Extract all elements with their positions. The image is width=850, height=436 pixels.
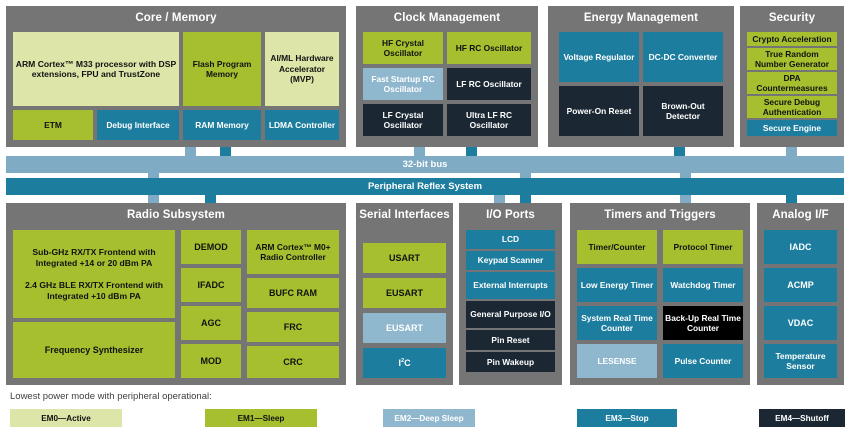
block-true-random-number-generator[interactable]: True Random Number Generator [747,48,837,70]
panel-title-io-ports: I/O Ports [486,209,535,221]
block-lf-crystal-oscillator[interactable]: LF Crystal Oscillator [363,104,443,136]
block-i2c-label: I2C [398,357,411,368]
block-watchdog-timer[interactable]: Watchdog Timer [663,268,743,302]
legend-item-em1[interactable]: EM1—Sleep [205,409,317,427]
prs-stub-analog [680,195,691,203]
legend-note: Lowest power mode with peripheral operat… [10,391,212,402]
block-dc-dc-converter[interactable]: DC-DC Converter [643,32,723,82]
block-power-on-reset[interactable]: Power-On Reset [559,86,639,136]
block-secure-engine[interactable]: Secure Engine [747,120,837,136]
block-secure-debug-authentication[interactable]: Secure Debug Authentication [747,96,837,118]
block-hf-crystal-oscillator[interactable]: HF Crystal Oscillator [363,32,443,64]
block-iadc[interactable]: IADC [764,230,837,264]
panel-clock-management: Clock Management HF Crystal Oscillator H… [356,6,538,147]
block-agc[interactable]: AGC [181,306,241,340]
panel-energy-management: Energy Management Voltage Regulator DC-D… [548,6,734,147]
block-arm-cortex-m33[interactable]: ARM Cortex™ M33 processor with DSP exten… [13,32,179,106]
block-fast-startup-rc-oscillator[interactable]: Fast Startup RC Oscillator [363,68,443,100]
panel-security: Security Crypto Acceleration True Random… [740,6,844,147]
block-ram-memory[interactable]: RAM Memory [183,110,261,140]
bus-stub-security-b [786,147,797,156]
block-keypad-scanner[interactable]: Keypad Scanner [466,251,555,270]
bus-32bit: 32-bit bus [6,156,844,173]
block-bufc-ram[interactable]: BUFC RAM [247,278,339,308]
panel-serial-interfaces: Serial Interfaces USART EUSART EUSART I2… [356,203,453,385]
block-pin-wakeup[interactable]: Pin Wakeup [466,352,555,372]
block-i2c[interactable]: I2C [363,348,446,378]
block-hf-rc-oscillator[interactable]: HF RC Oscillator [447,32,531,64]
block-vdac[interactable]: VDAC [764,306,837,340]
panel-title-serial-interfaces: Serial Interfaces [359,209,450,221]
block-usart[interactable]: USART [363,243,446,273]
panel-title-radio-subsystem: Radio Subsystem [127,209,225,221]
block-crypto-acceleration[interactable]: Crypto Acceleration [747,32,837,46]
panel-title-energy-management: Energy Management [583,12,699,24]
block-debug-interface[interactable]: Debug Interface [97,110,179,140]
prs-stub-radio-b [205,195,216,203]
block-flash-program-memory[interactable]: Flash Program Memory [183,32,261,106]
panel-title-analog-if: Analog I/F [772,209,829,221]
block-pin-reset[interactable]: Pin Reset [466,330,555,350]
block-system-real-time-counter[interactable]: System Real Time Counter [577,306,657,340]
block-ultra-lf-rc-oscillator[interactable]: Ultra LF RC Oscillator [447,104,531,136]
prs-stub-radio-a [148,195,159,203]
panel-io-ports: I/O Ports LCD Keypad Scanner External In… [459,203,562,385]
panel-core-memory: Core / Memory ARM Cortex™ M33 processor … [6,6,346,147]
block-frequency-synthesizer[interactable]: Frequency Synthesizer [13,322,175,378]
bus-peripheral-reflex-system: Peripheral Reflex System [6,178,844,195]
block-arm-cortex-m0-radio-controller[interactable]: ARM Cortex™ M0+ Radio Controller [247,230,339,274]
legend-item-em4[interactable]: EM4—Shutoff [759,409,845,427]
block-eusart-1[interactable]: EUSART [363,278,446,308]
bus-stub-core-a [185,147,196,156]
legend-item-em2[interactable]: EM2—Deep Sleep [383,409,475,427]
block-lf-rc-oscillator[interactable]: LF RC Oscillator [447,68,531,100]
bus-link-a [148,173,159,178]
block-crc[interactable]: CRC [247,346,339,378]
bus-link-c [680,173,691,178]
prs-stub-timers [520,195,531,203]
block-lcd[interactable]: LCD [466,230,555,249]
block-temperature-sensor[interactable]: Temperature Sensor [764,344,837,378]
block-protocol-timer[interactable]: Protocol Timer [663,230,743,264]
panel-analog-if: Analog I/F IADC ACMP VDAC Temperature Se… [757,203,844,385]
panel-title-clock-management: Clock Management [393,12,501,24]
block-general-purpose-io[interactable]: General Purpose I/O [466,301,555,328]
legend-item-em3[interactable]: EM3—Stop [577,409,677,427]
block-frc[interactable]: FRC [247,312,339,342]
block-backup-real-time-counter[interactable]: Back-Up Real Time Counter [663,306,743,340]
block-mod[interactable]: MOD [181,344,241,378]
bus-link-b [520,173,531,178]
prs-stub-io [494,195,505,203]
block-rf-frontends[interactable]: Sub-GHz RX/TX Frontend with Integrated +… [13,230,175,318]
panel-radio-subsystem: Radio Subsystem Sub-GHz RX/TX Frontend w… [6,203,346,385]
block-acmp[interactable]: ACMP [764,268,837,302]
panel-title-timers-triggers: Timers and Triggers [604,209,716,221]
block-eusart-2[interactable]: EUSART [363,313,446,343]
block-ifadc[interactable]: IFADC [181,268,241,302]
block-pulse-counter[interactable]: Pulse Counter [663,344,743,378]
block-lesense[interactable]: LESENSE [577,344,657,378]
prs-stub-analog-b [786,195,797,203]
panel-title-core-memory: Core / Memory [135,12,217,24]
block-timer-counter[interactable]: Timer/Counter [577,230,657,264]
block-demod[interactable]: DEMOD [181,230,241,264]
panel-timers-triggers: Timers and Triggers Timer/Counter Protoc… [570,203,750,385]
panel-title-security: Security [768,12,816,24]
block-dpa-countermeasures[interactable]: DPA Countermeasures [747,72,837,94]
legend-item-em0[interactable]: EM0—Active [10,409,122,427]
block-aiml-hw-accelerator[interactable]: AI/ML Hardware Accelerator (MVP) [265,32,339,106]
block-ldma-controller[interactable]: LDMA Controller [265,110,339,140]
block-low-energy-timer[interactable]: Low Energy Timer [577,268,657,302]
bus-stub-clock [414,147,425,156]
block-voltage-regulator[interactable]: Voltage Regulator [559,32,639,82]
block-external-interrupts[interactable]: External Interrupts [466,272,555,299]
block-brown-out-detector[interactable]: Brown-Out Detector [643,86,723,136]
block-etm[interactable]: ETM [13,110,93,140]
block-rf-frontend-subghz: Sub-GHz RX/TX Frontend with Integrated +… [25,246,163,301]
